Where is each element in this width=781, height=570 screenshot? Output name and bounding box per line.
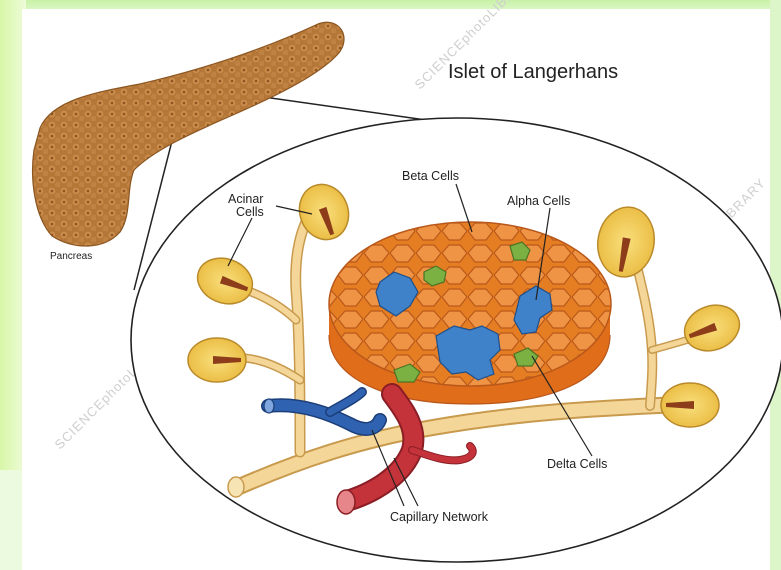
acinar-cells-label-line2: Cells (236, 205, 264, 219)
duct-cut-end (228, 477, 244, 497)
alpha-cells-label: Alpha Cells (507, 194, 570, 208)
acinar-cluster (188, 338, 246, 382)
acinar-cluster (661, 383, 719, 427)
acinar-cells-label-line1: Acinar (228, 192, 263, 206)
vein-cut-end (264, 399, 274, 413)
beta-cells-label: Beta Cells (402, 169, 459, 183)
delta-cells-label: Delta Cells (547, 457, 607, 471)
islet-cell-mass (329, 222, 611, 404)
capillary-network-label: Capillary Network (390, 510, 489, 524)
diagram-title: Islet of Langerhans (448, 61, 618, 83)
frame-top-band (0, 0, 781, 10)
artery-cut-end (337, 490, 355, 514)
pancreas-label: Pancreas (50, 251, 92, 262)
